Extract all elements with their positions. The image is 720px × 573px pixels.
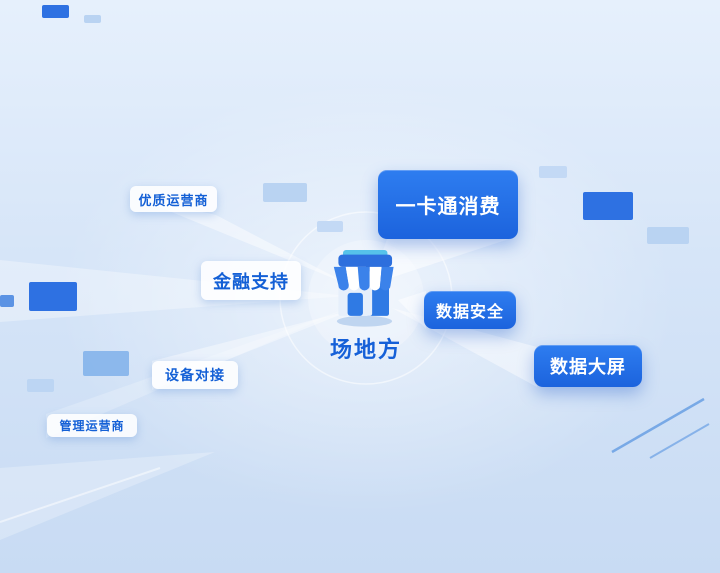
decor-rect xyxy=(583,192,633,220)
node-data-dashboard: 数据大屏 xyxy=(534,345,642,387)
decor-rect xyxy=(263,183,307,202)
decor-rect xyxy=(83,351,129,376)
node-financial-support: 金融支持 xyxy=(201,261,301,300)
node-quality-operators: 优质运营商 xyxy=(130,186,217,212)
node-one-card-payment: 一卡通消费 xyxy=(378,170,518,239)
center-label: 场地方 xyxy=(329,337,402,362)
center-hub: 场地方 xyxy=(318,242,414,364)
decor-rect xyxy=(647,227,689,244)
node-management-operators: 管理运营商 xyxy=(47,414,137,437)
node-data-security: 数据安全 xyxy=(424,291,516,329)
decor-rect xyxy=(29,282,77,311)
decor-rect xyxy=(27,379,54,392)
decor-rect xyxy=(0,295,14,307)
storefront-icon xyxy=(333,249,394,327)
decor-rect xyxy=(539,166,567,178)
node-device-integration: 设备对接 xyxy=(152,361,238,389)
decor-rect xyxy=(84,15,101,23)
decor-rect xyxy=(42,5,69,18)
decor-rect xyxy=(317,221,343,232)
